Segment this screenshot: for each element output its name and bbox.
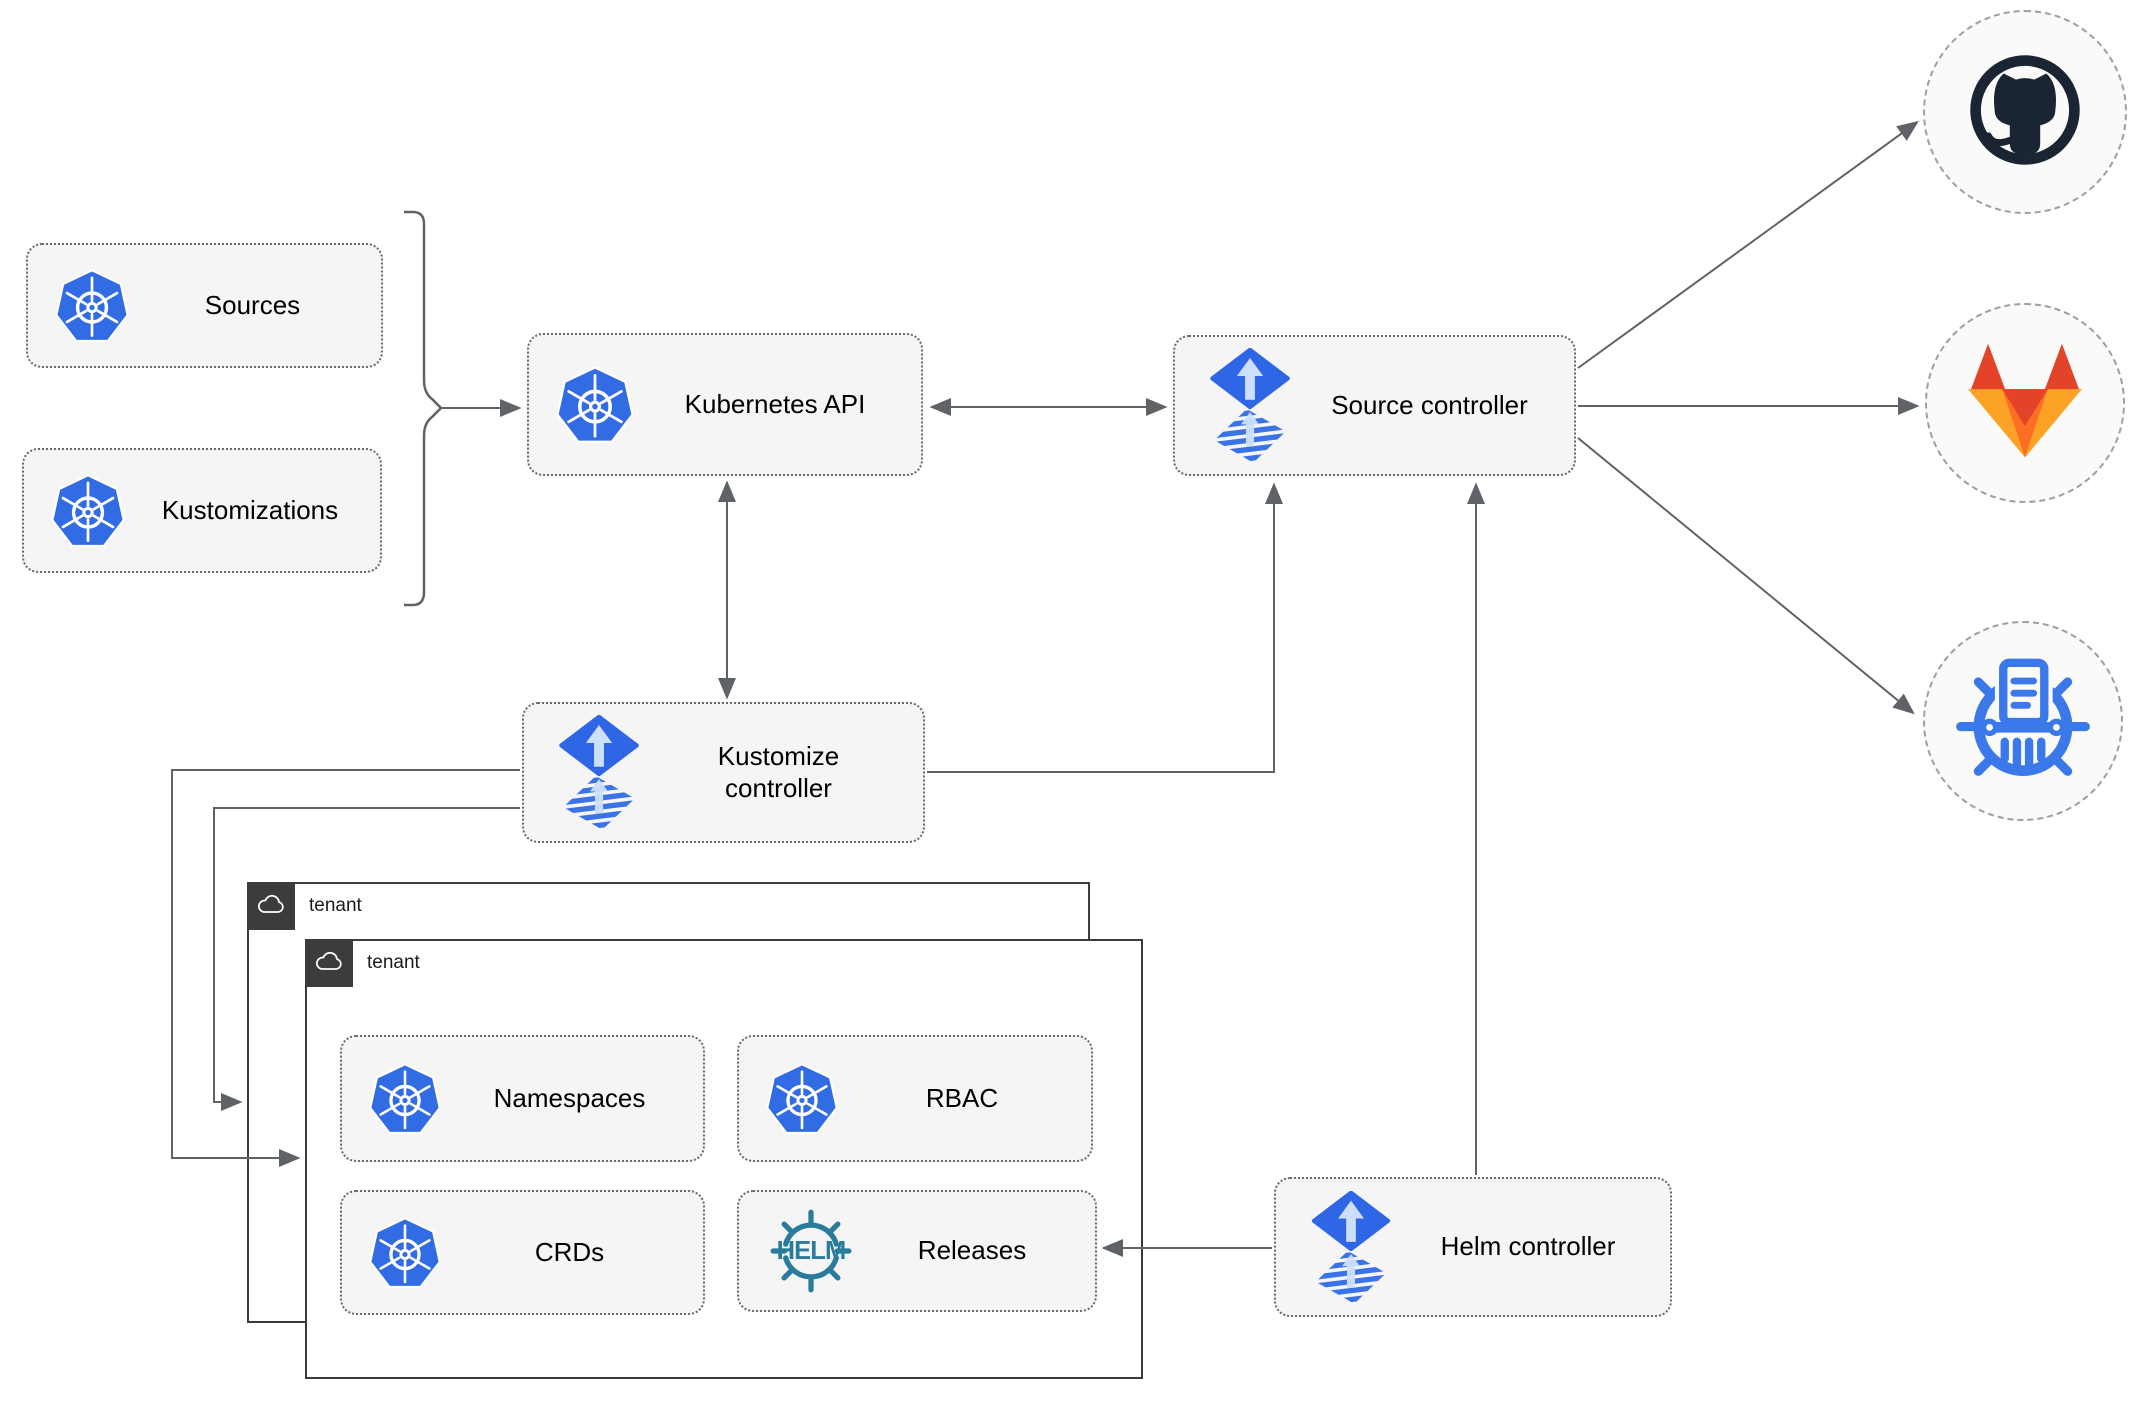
gitlab-icon [1954, 338, 2096, 468]
helm-icon: HELM [767, 1207, 855, 1295]
box-sources-label: Sources [204, 289, 301, 320]
box-namespaces: Namespaces [340, 1035, 705, 1162]
helm-logo-text: HELM [777, 1237, 846, 1265]
box-releases: HELM Releases [737, 1190, 1097, 1312]
box-kustomize-controller: Kustomize controller [522, 702, 925, 843]
remote-helm-repository [1923, 621, 2123, 821]
box-crds: CRDs [340, 1190, 705, 1315]
flux-icon [1310, 1191, 1392, 1304]
flux-icon [1209, 348, 1291, 463]
box-namespaces-label: Namespaces [493, 1082, 646, 1113]
box-kustomizations-label: Kustomizations [161, 494, 339, 525]
kubernetes-icon [555, 365, 635, 445]
cloud-icon [247, 882, 295, 930]
github-icon [1949, 34, 2101, 191]
brace-crds [404, 210, 443, 607]
cloud-icon [305, 939, 353, 987]
edge-source-github [1577, 120, 1919, 369]
edge-kustomize-source [927, 482, 1283, 773]
tenant-outer-label: tenant [309, 895, 362, 916]
box-rbac-label: RBAC [925, 1082, 999, 1113]
box-kustomizations: Kustomizations [22, 448, 382, 573]
box-helm-controller: Helm controller [1274, 1177, 1672, 1317]
kubernetes-icon [368, 1062, 442, 1136]
kubernetes-icon [54, 268, 130, 344]
edge-source-helm-repo [1577, 437, 1915, 715]
flux-icon [558, 715, 640, 830]
box-helm-controller-label: Helm controller [1440, 1231, 1616, 1262]
box-sources: Sources [26, 243, 383, 368]
box-kubernetes-api-label: Kubernetes API [684, 388, 866, 419]
box-kubernetes-api: Kubernetes API [527, 333, 923, 476]
kubernetes-icon [50, 473, 126, 549]
remote-github [1923, 10, 2127, 214]
box-source-controller: Source controller [1173, 335, 1576, 476]
box-kustomize-controller-label: Kustomize controller [717, 741, 840, 803]
box-source-controller-label: Source controller [1331, 389, 1528, 420]
remote-gitlab [1925, 303, 2125, 503]
box-releases-label: Releases [917, 1235, 1027, 1266]
tenant-inner-label: tenant [367, 952, 420, 973]
box-crds-label: CRDs [534, 1236, 605, 1267]
chartmuseum-icon [1947, 643, 2099, 800]
box-rbac: RBAC [737, 1035, 1093, 1162]
kubernetes-icon [765, 1062, 839, 1136]
kubernetes-icon [368, 1216, 442, 1290]
